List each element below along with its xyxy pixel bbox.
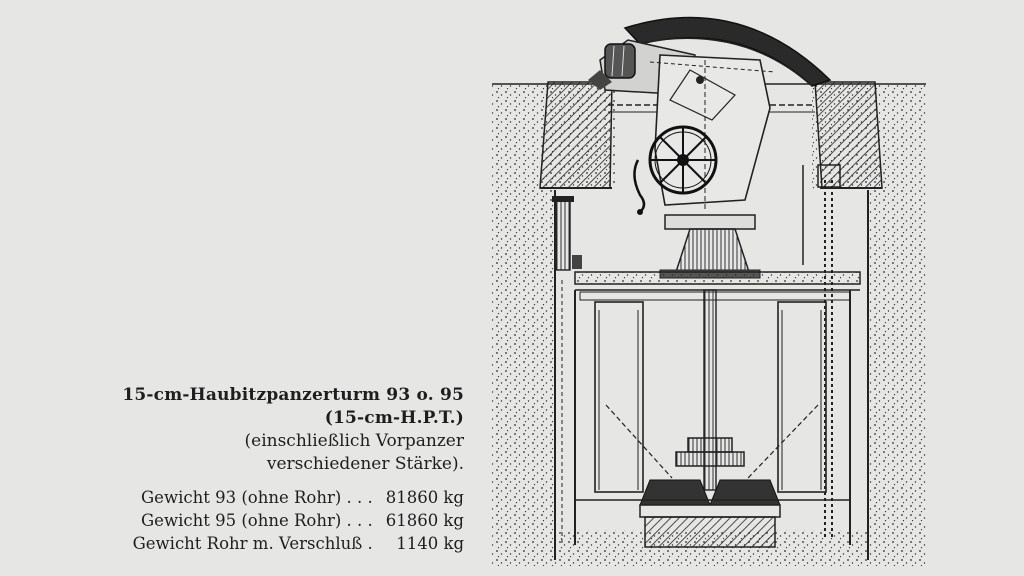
turret-abbreviation: (15-cm-H.P.T.) xyxy=(324,408,464,428)
handwheel-icon xyxy=(633,125,718,215)
armor-note-line-1: (einschließlich Vorpanzer xyxy=(244,431,465,451)
fore-armor xyxy=(539,81,883,189)
armor-note-line-2: verschiedener Stärke). xyxy=(266,454,464,474)
spec-row: Gewicht 93 (ohne Rohr) . . . 81860 kg xyxy=(122,486,464,509)
gear-assembly xyxy=(575,437,850,548)
lower-chamber xyxy=(574,290,851,545)
spec-label: Gewicht 95 (ohne Rohr) . . . xyxy=(141,511,373,530)
spec-label: Gewicht 93 (ohne Rohr) . . . xyxy=(141,488,373,507)
spec-label: Gewicht Rohr m. Verschluß . xyxy=(132,534,373,553)
ammunition-hoist-chain xyxy=(802,164,841,540)
spec-value: 81860 kg xyxy=(385,488,464,507)
spec-row: Gewicht Rohr m. Verschluß . 1140 kg xyxy=(122,532,464,555)
spec-row: Gewicht 95 (ohne Rohr) . . . 61860 kg xyxy=(122,509,464,532)
spec-value: 61860 kg xyxy=(385,511,464,530)
caption-block: 15-cm-Haubitzpanzerturm 93 o. 95 (15-cm-… xyxy=(122,384,464,555)
gun-carriage xyxy=(649,54,776,210)
working-platform xyxy=(574,271,861,301)
turret-title: 15-cm-Haubitzpanzerturm 93 o. 95 xyxy=(122,385,464,405)
spec-value: 1140 kg xyxy=(396,534,464,553)
left-mechanism xyxy=(552,196,582,545)
pivot-cone xyxy=(659,214,761,279)
